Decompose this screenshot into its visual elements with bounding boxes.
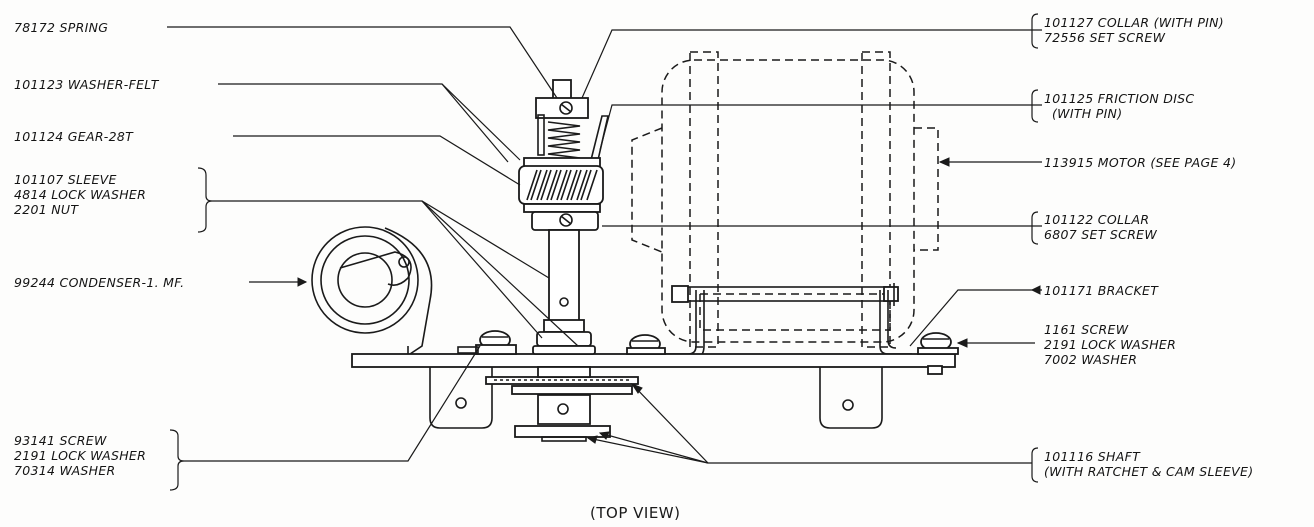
- leader-lines: [167, 13, 1042, 491]
- motor-outline: [631, 51, 939, 348]
- callout-line: 72556 SET SCREW: [1044, 30, 1166, 45]
- callout-line: 113915 MOTOR (SEE PAGE 4): [1044, 155, 1237, 170]
- callout-collar-pin: 101127 COLLAR (WITH PIN) 72556 SET SCREW: [1044, 15, 1224, 45]
- condenser: [311, 226, 433, 355]
- callout-screw-right: 1161 SCREW 2191 LOCK WASHER 7002 WASHER: [1044, 322, 1176, 367]
- arrowheads: [297, 157, 1041, 444]
- callout-collar: 101122 COLLAR 6807 SET SCREW: [1044, 212, 1157, 242]
- callout-line: 101125 FRICTION DISC: [1044, 91, 1195, 106]
- callout-line: (WITH RATCHET & CAM SLEEVE): [1044, 464, 1254, 479]
- callout-washer-felt: 101123 WASHER-FELT: [14, 77, 159, 92]
- callout-line: (WITH PIN): [1052, 106, 1123, 121]
- callout-gear: 101124 GEAR-28T: [14, 129, 133, 144]
- callout-line: 93141 SCREW: [14, 433, 107, 448]
- callout-line: 6807 SET SCREW: [1044, 227, 1158, 242]
- callout-line: 70314 WASHER: [14, 463, 116, 478]
- motor-mount-bolt: [671, 283, 899, 306]
- callout-motor: 113915 MOTOR (SEE PAGE 4): [1044, 155, 1236, 170]
- callout-line: 101123 WASHER-FELT: [14, 77, 159, 92]
- callout-line: 2191 LOCK WASHER: [1044, 337, 1177, 352]
- callout-line: 2191 LOCK WASHER: [14, 448, 147, 463]
- callout-line: 7002 WASHER: [1044, 352, 1138, 367]
- base-plate: [351, 353, 956, 429]
- callout-line: 101124 GEAR-28T: [14, 129, 134, 144]
- callout-line: 101116 SHAFT: [1044, 449, 1141, 464]
- callout-line: 99244 CONDENSER-1. MF.: [14, 275, 185, 290]
- callout-line: 78172 SPRING: [14, 20, 109, 35]
- callout-line: 101127 COLLAR (WITH PIN): [1044, 15, 1224, 30]
- callout-friction-disc: 101125 FRICTION DISC (WITH PIN): [1044, 91, 1194, 121]
- callout-bracket: 101171 BRACKET: [1044, 283, 1158, 298]
- callout-shaft: 101116 SHAFT (WITH RATCHET & CAM SLEEVE): [1044, 449, 1253, 479]
- callout-line: 1161 SCREW: [1044, 322, 1129, 337]
- callout-sleeve: 101107 SLEEVE 4814 LOCK WASHER 2201 NUT: [14, 172, 146, 217]
- callout-screw-left: 93141 SCREW 2191 LOCK WASHER 70314 WASHE…: [14, 433, 146, 478]
- view-caption: (TOP VIEW): [590, 504, 681, 522]
- callout-line: 101171 BRACKET: [1044, 283, 1159, 298]
- callout-line: 2201 NUT: [14, 202, 79, 217]
- callout-condenser: 99244 CONDENSER-1. MF.: [14, 275, 184, 290]
- callout-line: 4814 LOCK WASHER: [14, 187, 147, 202]
- callout-spring: 78172 SPRING: [14, 20, 108, 35]
- shaft-assembly: [485, 79, 639, 442]
- callout-line: 101122 COLLAR: [1044, 212, 1150, 227]
- callout-line: 101107 SLEEVE: [14, 172, 117, 187]
